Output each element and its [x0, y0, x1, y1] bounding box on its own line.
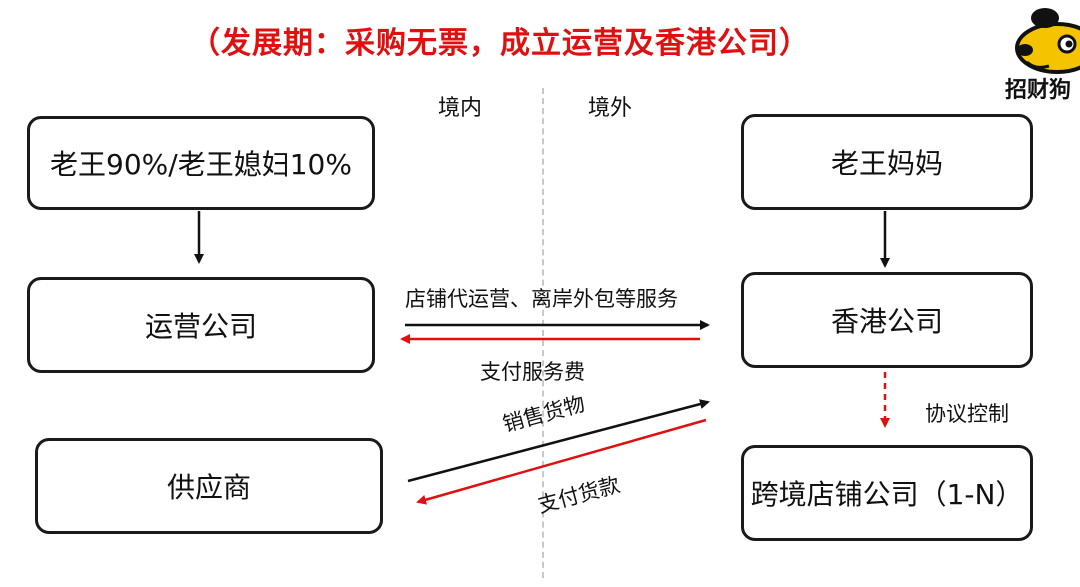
mother-label: 老王妈妈 [830, 147, 943, 180]
mother-box: 老王妈妈 [741, 114, 1033, 210]
owners-box: 老王90%/老王媳妇10% [27, 116, 375, 210]
logo-text: 招财狗 [1005, 78, 1072, 101]
dog-logo-icon [1015, 8, 1080, 74]
cross-border-box: 跨境店铺公司（1-N） [741, 445, 1033, 541]
cross-border-label: 跨境店铺公司（1-N） [750, 478, 1024, 511]
owners-label: 老王90%/老王媳妇10% [50, 148, 352, 181]
label-agreement-control: 协议控制 [925, 402, 1009, 426]
page-title: （发展期：采购无票，成立运营及香港公司） [190, 26, 810, 61]
supplier-box: 供应商 [35, 438, 383, 534]
label-services: 店铺代运营、离岸外包等服务 [405, 287, 678, 311]
hk-company-label: 香港公司 [830, 305, 943, 338]
ops-company-box: 运营公司 [27, 277, 375, 373]
ops-company-label: 运营公司 [144, 310, 257, 343]
label-service-fee: 支付服务费 [480, 360, 585, 384]
arrow-pay-goods [416, 418, 707, 505]
zone-label-domestic: 境内 [438, 96, 483, 121]
hk-company-box: 香港公司 [741, 272, 1033, 368]
brand-logo: 招财狗 [1005, 6, 1080, 101]
border-divider [542, 88, 544, 578]
zone-label-overseas: 境外 [588, 96, 633, 121]
supplier-label: 供应商 [166, 471, 251, 504]
arrow-sell-goods [407, 399, 710, 483]
